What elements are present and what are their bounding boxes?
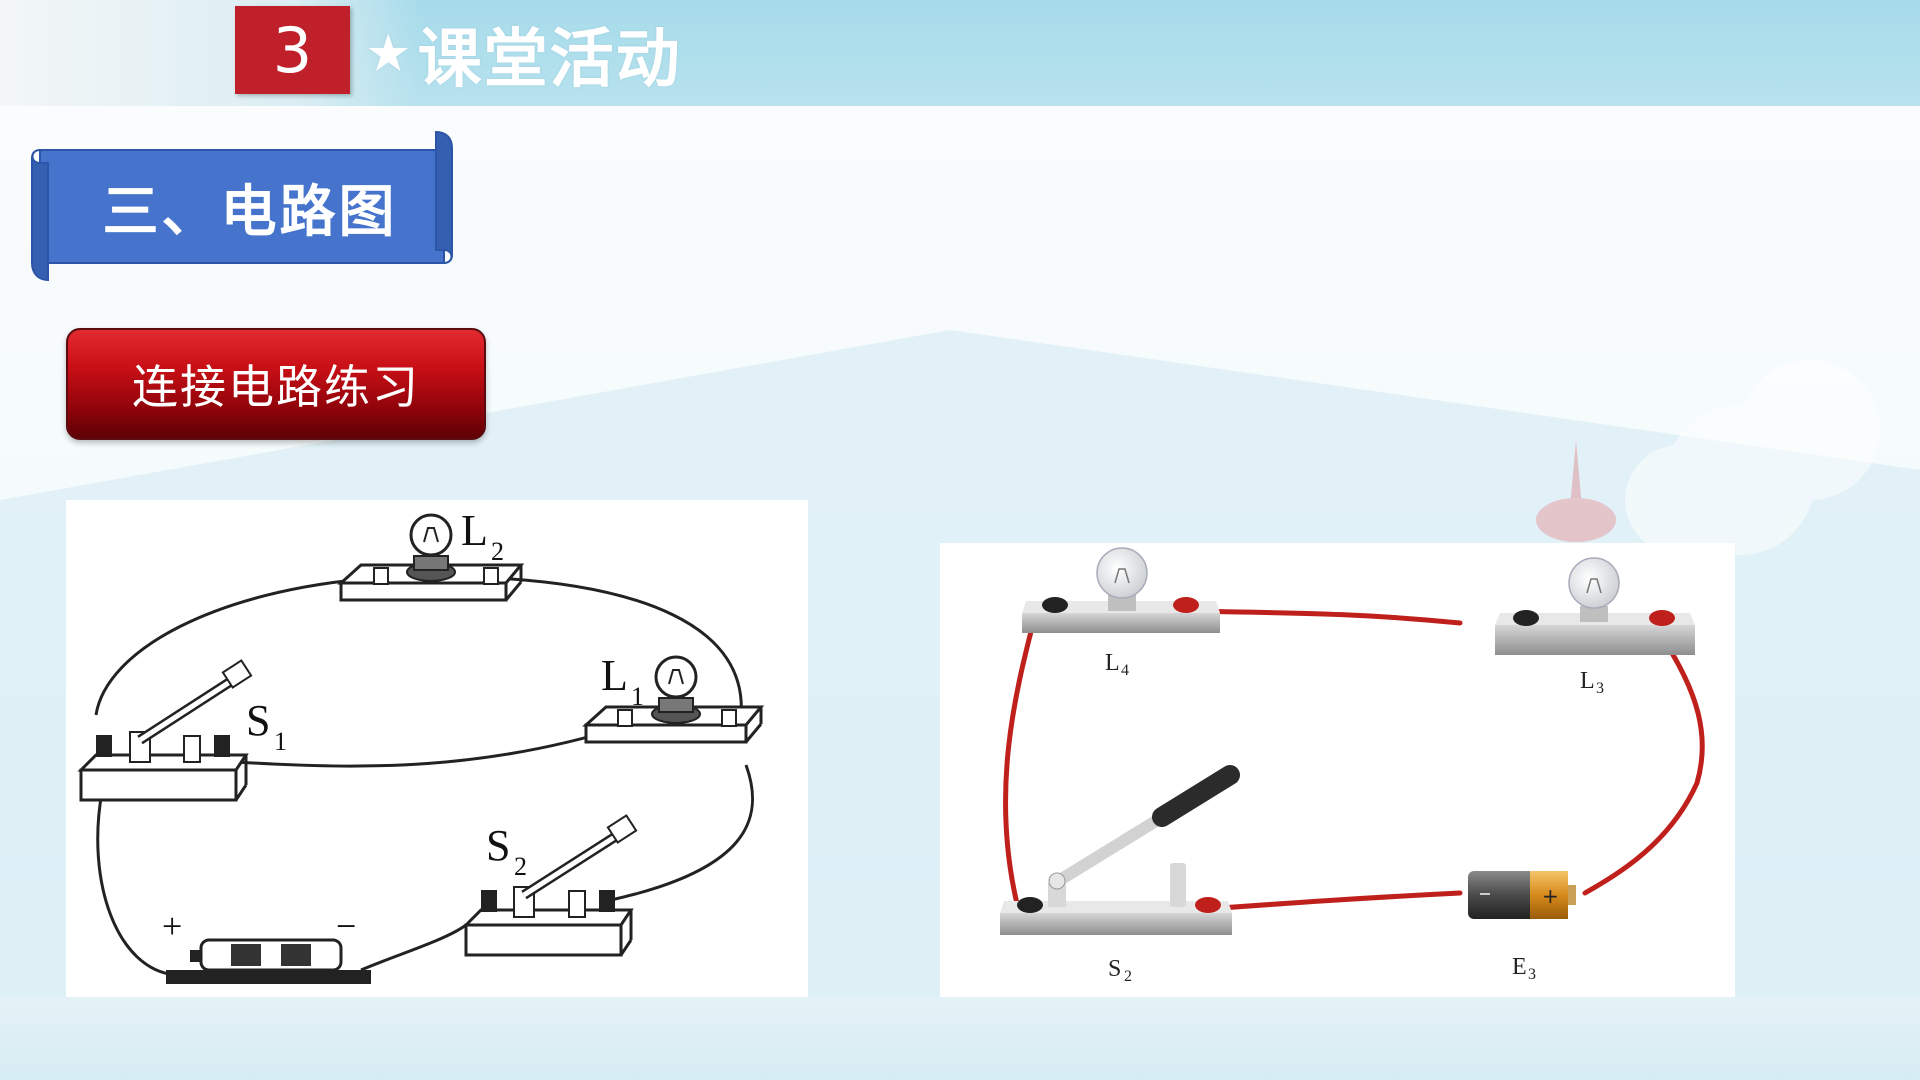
wire-top-right [495, 576, 743, 726]
wire-middle [235, 724, 627, 768]
switch-s2 [462, 814, 638, 957]
battery [166, 938, 371, 984]
wire-top-left [94, 576, 377, 716]
label-l1: L [601, 651, 628, 700]
section-banner: 三、电路图 [30, 128, 456, 283]
wire-right-down [610, 764, 755, 902]
cloud-decoration [1625, 360, 1880, 555]
knife-switch-s2 [1000, 765, 1240, 935]
circuit-photo-diagram: L 4 L 3 S 2 [940, 543, 1735, 997]
label-plus: + [162, 906, 182, 946]
physical-circuit-sketch: L 2 L 1 [66, 500, 808, 997]
section-title: 三、电路图 [102, 179, 398, 245]
label-s2: S [1108, 956, 1121, 982]
lamp-l2 [337, 513, 525, 602]
label-l4-sub: 4 [1121, 662, 1129, 679]
label-l2: L [461, 506, 488, 555]
label-minus: − [336, 906, 356, 946]
section-number-badge: 3 [235, 6, 350, 94]
section-number: 3 [272, 13, 313, 87]
label-l3: L [1580, 668, 1595, 694]
label-s2-sub: 2 [514, 852, 527, 881]
bottom-band [0, 997, 1920, 1080]
switch-s1 [77, 659, 253, 802]
header-title-text: 课堂活动 [417, 23, 682, 97]
wire-bottom [360, 923, 467, 972]
battery-e3: + [1468, 871, 1576, 919]
label-l3-sub: 3 [1596, 680, 1604, 697]
lamp-l3 [1495, 557, 1695, 655]
label-s2-sub: 2 [1124, 968, 1132, 985]
circuit-sketch-svg: L 2 L 1 [77, 506, 765, 984]
wire-bottom [1204, 890, 1463, 912]
label-l2-sub: 2 [491, 537, 504, 566]
lamp-l4 [1022, 547, 1220, 633]
label-e3-sub: 3 [1528, 966, 1536, 983]
wire-top [1185, 608, 1463, 626]
header-title: ★ 课堂活动 [365, 10, 682, 98]
practice-button[interactable]: 连接电路练习 [66, 328, 486, 440]
battery-plus: + [1542, 884, 1559, 908]
wire-left [1003, 613, 1038, 911]
lamp-l1 [582, 655, 765, 744]
wire-left-down [96, 791, 177, 977]
star-icon: ★ [365, 24, 414, 84]
label-s1: S [246, 696, 270, 745]
rocket-decoration [1536, 440, 1616, 542]
circuit-photo-svg: L 4 L 3 S 2 [1000, 547, 1705, 985]
label-s2: S [486, 821, 510, 870]
label-l1-sub: 1 [631, 682, 644, 711]
label-s1-sub: 1 [274, 727, 287, 756]
label-l4: L [1105, 650, 1120, 676]
scroll-shape [31, 130, 453, 282]
wire-right [1582, 628, 1705, 896]
label-e3: E [1512, 954, 1527, 980]
